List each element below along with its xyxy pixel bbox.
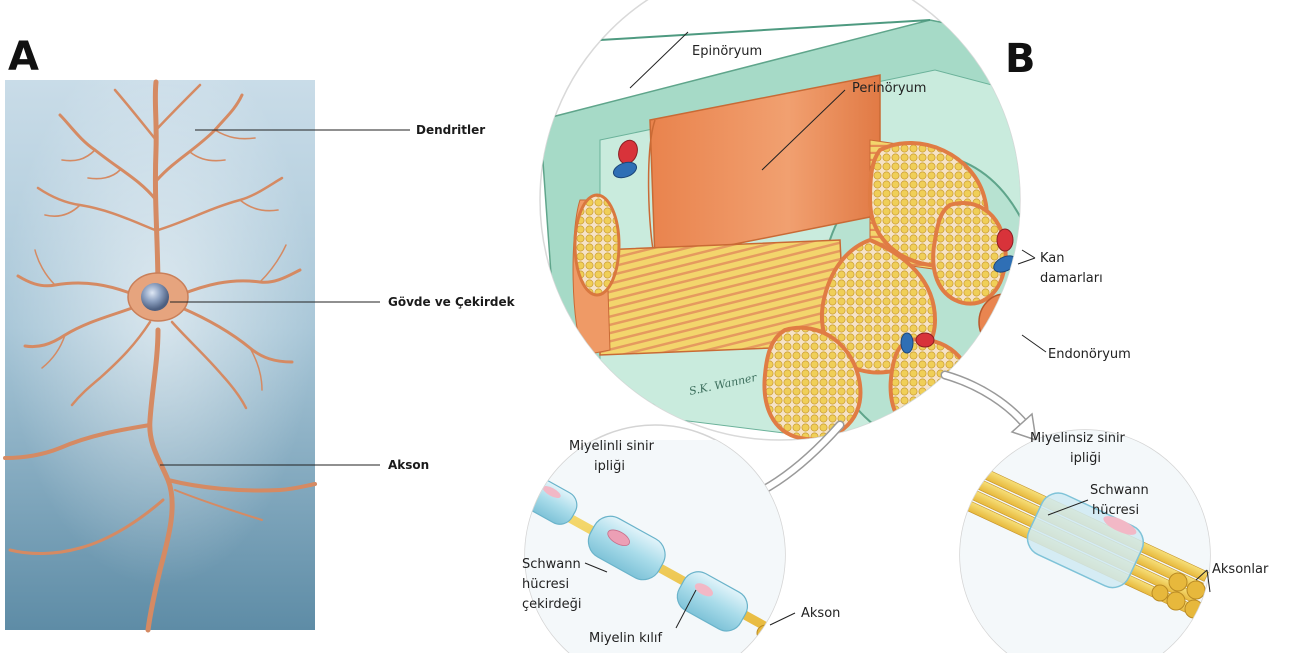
label-schwann-cell-line1: Schwann: [1090, 483, 1149, 498]
label-soma-nucleus: Gövde ve Çekirdek: [388, 295, 516, 309]
fascicle-5: [891, 339, 971, 433]
fascicle-2: [933, 203, 1005, 304]
blood-vessel-red-2: [997, 229, 1013, 251]
label-axon-b: Akson: [801, 606, 840, 621]
label-endoneurium: Endonöryum: [1048, 347, 1131, 362]
label-axon-a: Akson: [388, 458, 429, 472]
label-myelin-sheath: Miyelin kılıf: [589, 631, 662, 646]
panel-a: A: [5, 34, 516, 630]
label-unmyelinated-line2: ipliği: [1070, 451, 1101, 466]
label-axons: Aksonlar: [1212, 562, 1269, 577]
label-unmyelinated-line1: Miyelinsiz sinir: [1030, 431, 1126, 446]
label-myelinated-line1: Miyelinli sinir: [569, 439, 655, 454]
arrow-to-unmyelinated: [945, 375, 1028, 428]
label-schwann-cell-line2: hücresi: [1092, 503, 1139, 518]
panel-b-letter: B: [1005, 36, 1036, 82]
nucleus: [141, 283, 169, 311]
panel-a-letter: A: [8, 34, 39, 80]
label-dendrites: Dendritler: [416, 123, 485, 137]
label-schwann-nucleus-line2: hücresi: [522, 577, 569, 592]
panel-b: B: [510, 0, 1269, 653]
label-schwann-nucleus-line3: çekirdeği: [522, 597, 582, 612]
label-schwann-nucleus-line1: Schwann: [522, 557, 581, 572]
label-myelinated-line2: ipliği: [594, 459, 625, 474]
myelinated-fiber: [510, 440, 790, 653]
label-perineurium: Perinöryum: [852, 81, 926, 96]
label-blood-vessels-line1: Kan: [1040, 251, 1065, 266]
label-blood-vessels-line2: damarları: [1040, 271, 1103, 286]
label-epineurium: Epinöryum: [692, 44, 762, 59]
